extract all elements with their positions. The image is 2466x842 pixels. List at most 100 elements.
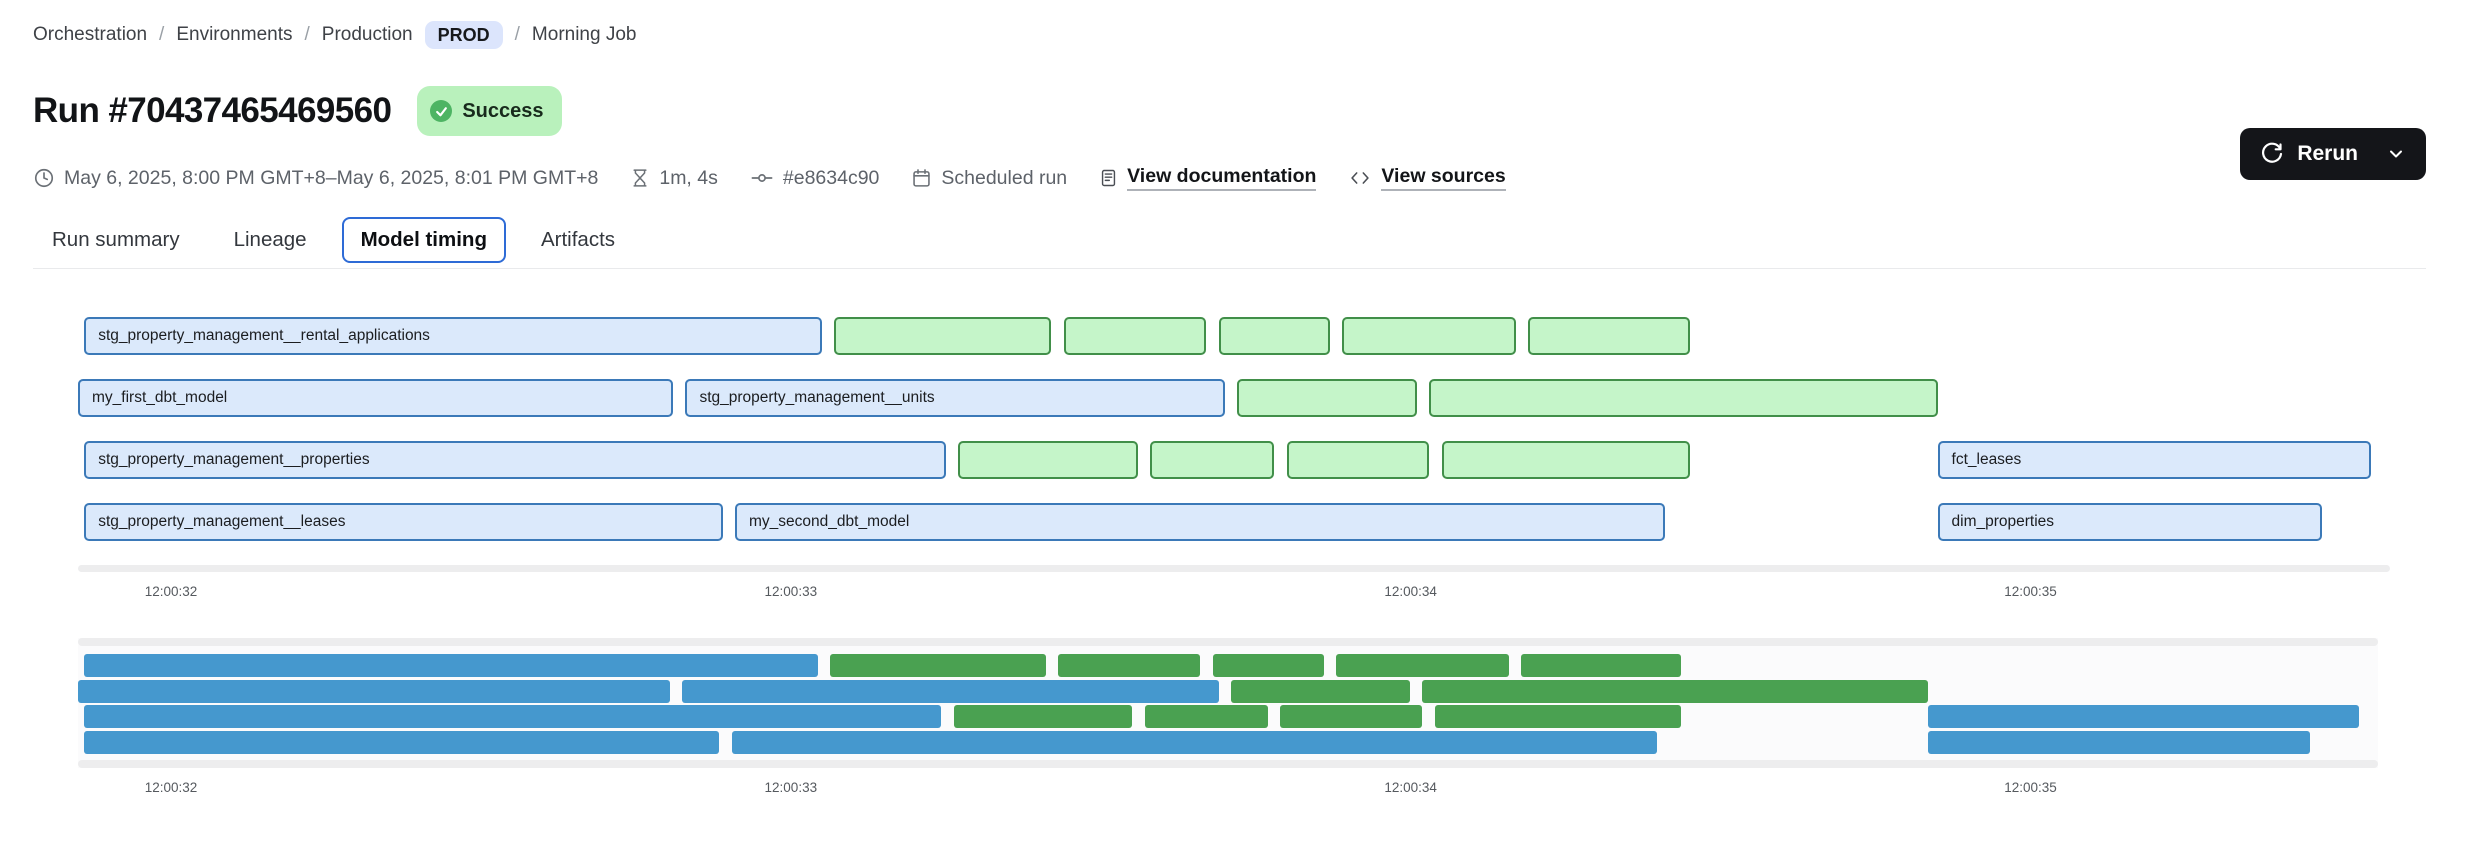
minimap-bar[interactable] <box>682 679 1219 703</box>
run-metadata-row: May 6, 2025, 8:00 PM GMT+8–May 6, 2025, … <box>33 163 2426 193</box>
document-icon <box>1102 169 1116 187</box>
axis-tick-label: 12:00:33 <box>764 780 818 795</box>
minimap-bar[interactable] <box>731 731 1657 755</box>
breadcrumb-item-morning-job[interactable]: Morning Job <box>531 24 637 45</box>
minimap-bottom-track[interactable] <box>78 760 2378 768</box>
minimap-bar[interactable] <box>1434 705 1682 729</box>
model-bar-stg_property_management__leases[interactable]: stg_property_management__leases <box>84 503 723 541</box>
model-bar[interactable] <box>1237 379 1417 417</box>
minimap-bar[interactable] <box>1144 705 1269 729</box>
tab-artifacts[interactable]: Artifacts <box>522 217 634 263</box>
minimap-bar[interactable] <box>1520 654 1682 677</box>
clock-icon <box>34 168 54 188</box>
run-time-range: May 6, 2025, 8:00 PM GMT+8–May 6, 2025, … <box>33 167 598 190</box>
minimap-bar[interactable] <box>1212 654 1324 677</box>
run-duration-text: 1m, 4s <box>659 166 718 189</box>
model-bar[interactable] <box>958 441 1138 479</box>
model-bar[interactable] <box>1286 441 1430 479</box>
axis-tick-label: 12:00:32 <box>144 780 198 795</box>
tab-run-summary[interactable]: Run summary <box>33 217 199 263</box>
minimap-bar[interactable] <box>84 705 942 729</box>
rerun-button-label: Rerun <box>2297 142 2358 165</box>
gantt-rows: stg_property_management__rental_applicat… <box>78 317 2390 541</box>
view-documentation-link[interactable]: View documentation <box>1127 165 1317 191</box>
gantt-row-4: stg_property_management__leases my_second… <box>78 503 2390 541</box>
tab-model-timing[interactable]: Model timing <box>341 217 506 263</box>
success-check-icon <box>430 100 453 122</box>
model-bar-fct_leases[interactable]: fct_leases <box>1937 441 2372 479</box>
minimap-bar[interactable] <box>78 679 670 703</box>
breadcrumb-item-orchestration[interactable]: Orchestration <box>33 24 148 45</box>
model-bar-stg_property_management__units[interactable]: stg_property_management__units <box>685 379 1225 417</box>
gantt-row-1: stg_property_management__rental_applicat… <box>78 317 2390 355</box>
prod-environment-badge: PROD <box>424 21 503 49</box>
model-bar[interactable] <box>1218 317 1331 355</box>
model-bar[interactable] <box>1441 441 1690 479</box>
run-time-range-text: May 6, 2025, 8:00 PM GMT+8–May 6, 2025, … <box>64 166 599 189</box>
minimap-bar[interactable] <box>1280 705 1423 729</box>
status-badge: Success <box>417 86 562 136</box>
model-bar[interactable] <box>1150 441 1275 479</box>
title-row: Run #70437465469560 Success <box>33 84 2426 138</box>
rerun-button[interactable]: Rerun <box>2240 128 2426 180</box>
commit-icon <box>751 174 773 182</box>
commit-sha-text: #e8634c90 <box>782 166 880 189</box>
model-bar[interactable] <box>1429 379 1938 417</box>
model-bar-dim_properties[interactable]: dim_properties <box>1937 503 2322 541</box>
model-bar-label: dim_properties <box>1951 513 2055 530</box>
model-bar-label: my_first_dbt_model <box>92 389 228 406</box>
minimap-bar[interactable] <box>1058 654 1201 677</box>
model-bar-stg_property_management__properties[interactable]: stg_property_management__properties <box>84 441 946 479</box>
minimap-bar[interactable] <box>84 731 720 755</box>
model-bar[interactable] <box>1528 317 1690 355</box>
model-bar-label: stg_property_management__leases <box>98 513 346 530</box>
axis-tick-label: 12:00:34 <box>1384 780 1437 795</box>
model-bar[interactable] <box>1063 317 1207 355</box>
chart-scrollbar[interactable] <box>78 565 2390 572</box>
gantt-row-2: my_first_dbt_model stg_property_managemen… <box>78 379 2390 417</box>
trigger-type: Scheduled run <box>911 167 1067 190</box>
minimap-bar[interactable] <box>1231 679 1410 703</box>
minimap-bar[interactable] <box>1335 654 1509 677</box>
minimap-bar[interactable] <box>1927 731 2311 755</box>
minimap-bar[interactable] <box>1927 705 2360 729</box>
minimap-bar[interactable] <box>84 654 818 677</box>
run-tabs: Run summary Lineage Model timing Artifacts <box>33 217 2426 269</box>
model-bar[interactable] <box>1342 317 1517 355</box>
model-bar-stg_property_management__rental_applications[interactable]: stg_property_management__rental_applicat… <box>84 317 822 355</box>
axis-tick-label: 12:00:34 <box>1384 584 1437 599</box>
axis-tick-label: 12:00:32 <box>144 584 198 599</box>
minimap-top-track[interactable] <box>78 638 2378 646</box>
chevron-down-icon[interactable] <box>2386 144 2406 164</box>
run-duration: 1m, 4s <box>630 167 718 190</box>
gantt-row-3: stg_property_management__properties fct_l… <box>78 441 2390 479</box>
breadcrumb-separator: / <box>514 24 520 45</box>
model-bar-my_first_dbt_model[interactable]: my_first_dbt_model <box>78 379 674 417</box>
breadcrumb: Orchestration / Environments / Productio… <box>33 20 2426 50</box>
breadcrumb-item-production[interactable]: Production <box>321 24 413 45</box>
page-title: Run #70437465469560 <box>33 91 392 130</box>
timing-minimap[interactable] <box>78 638 2378 768</box>
model-bar-label: stg_property_management__properties <box>98 451 370 468</box>
axis-tick-label: 12:00:35 <box>2004 584 2057 599</box>
trigger-type-text: Scheduled run <box>941 166 1068 189</box>
minimap-bar[interactable] <box>1422 679 1928 703</box>
breadcrumb-item-environments[interactable]: Environments <box>176 24 293 45</box>
model-bar[interactable] <box>834 317 1052 355</box>
breadcrumb-separator: / <box>304 24 310 45</box>
view-sources-link[interactable]: View sources <box>1381 165 1506 191</box>
model-bar-my_second_dbt_model[interactable]: my_second_dbt_model <box>735 503 1665 541</box>
breadcrumb-separator: / <box>159 24 165 45</box>
model-bar-label: stg_property_management__rental_applicat… <box>98 327 430 344</box>
minimap-bars[interactable] <box>78 654 2378 755</box>
model-bar-label: stg_property_management__units <box>699 389 935 406</box>
minimap-bar[interactable] <box>830 654 1047 677</box>
tab-lineage[interactable]: Lineage <box>215 217 326 263</box>
refresh-icon <box>2260 142 2284 166</box>
minimap-bar[interactable] <box>953 705 1133 729</box>
model-bar-label: fct_leases <box>1951 451 2022 468</box>
model-bar-label: my_second_dbt_model <box>749 513 910 530</box>
view-sources: View sources <box>1348 165 1506 191</box>
